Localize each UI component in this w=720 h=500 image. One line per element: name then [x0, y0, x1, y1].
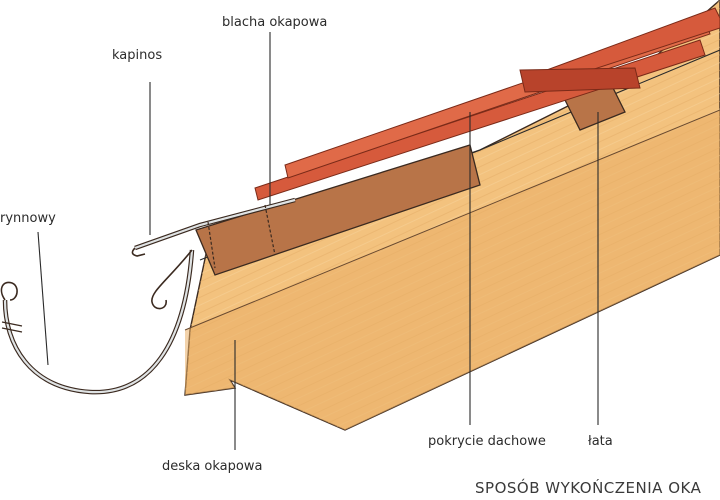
nail-2	[264, 204, 276, 256]
label-deska-okapowa: deska okapowa	[162, 459, 262, 474]
gutter-bowl-inner	[3, 249, 194, 394]
nail-1	[207, 221, 216, 269]
label-pokrycie-dachowe: pokrycie dachowe	[428, 434, 546, 449]
label-lata: łata	[588, 434, 613, 449]
gutter-clip-2	[1, 327, 23, 333]
rafter-crease	[184, 109, 720, 331]
drip-edge	[131, 197, 296, 257]
gutter-left-curl	[0, 281, 18, 301]
rafter-underside	[185, 110, 720, 430]
labels: blacha okapowa kapinos rynnowy deska oka…	[0, 15, 613, 474]
drip-hook	[131, 247, 146, 257]
label-rynnowy: rynnowy	[0, 211, 56, 226]
gutter	[0, 249, 195, 395]
nails	[207, 204, 276, 269]
leader-rynnowy	[37, 231, 49, 366]
flashing-highlight	[134, 198, 296, 250]
eaves-board	[195, 144, 481, 276]
tile-upper-ridge	[519, 67, 641, 93]
gutter-clip	[1, 321, 23, 327]
label-kapinos: kapinos	[112, 48, 162, 63]
roof-tiles	[254, 7, 720, 201]
label-blacha-okapowa: blacha okapowa	[222, 15, 327, 30]
caption: SPOSÓB WYKOŃCZENIA OKA	[475, 478, 702, 497]
gutter-right-curl	[151, 249, 193, 310]
leader-lines	[37, 32, 599, 450]
eaves-board-strip	[195, 144, 481, 276]
